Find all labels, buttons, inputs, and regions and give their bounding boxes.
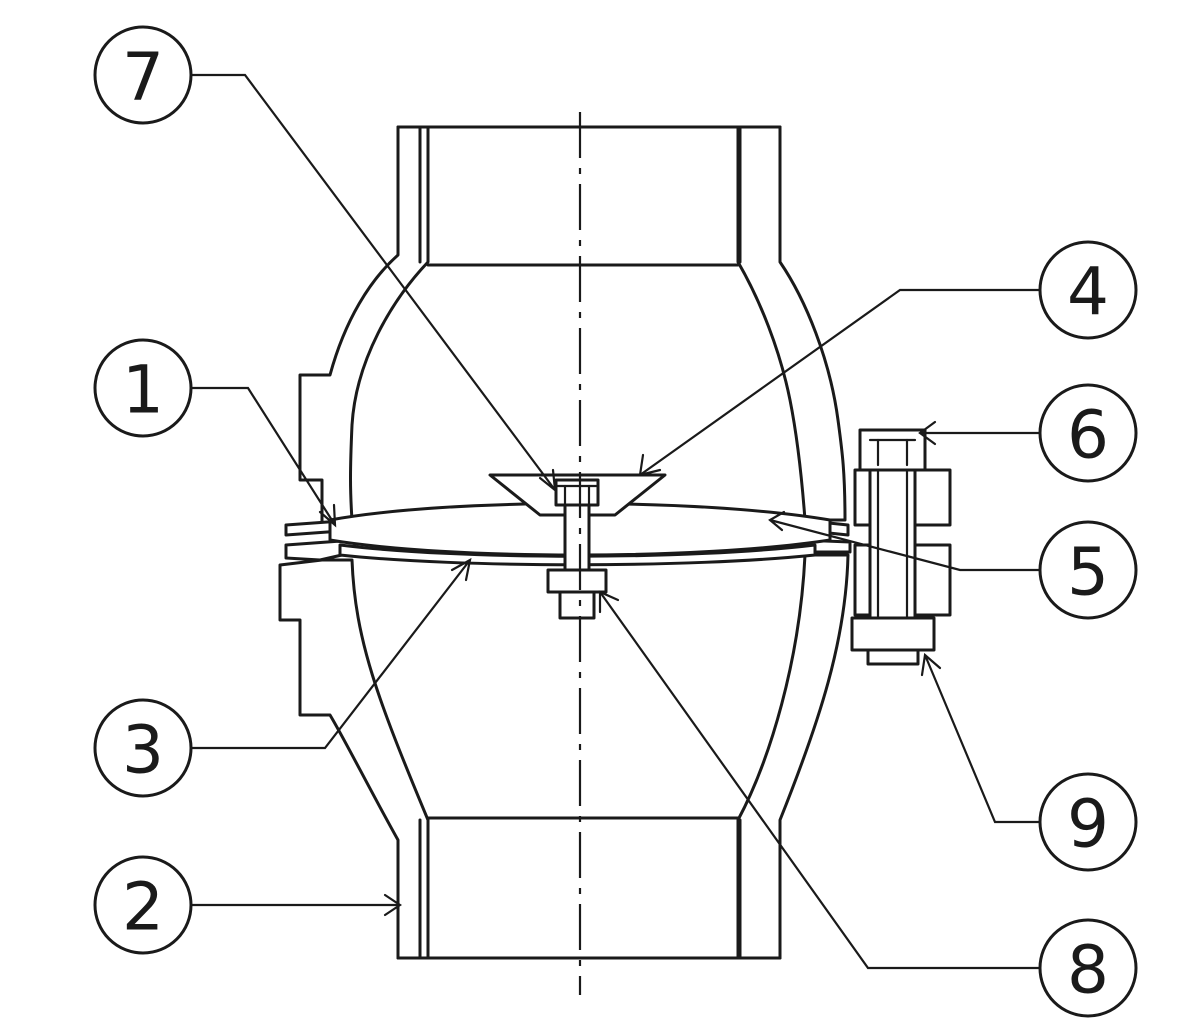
right-flange [850,428,952,666]
callout-number: 2 [122,869,164,946]
disc-nut [546,568,608,594]
callout-number: 7 [122,39,164,116]
screw-shank [563,503,591,572]
callout-circle [1038,772,1138,872]
bolt-head [858,428,927,472]
bolt-shank [868,468,917,622]
body-left-wall-lower [278,558,430,960]
callout-number: 3 [122,712,164,789]
callout-number: 6 [1067,397,1109,474]
arrow-3 [450,557,472,582]
arrow-2 [383,893,402,917]
callout-circle [93,698,193,798]
nut [850,616,936,652]
nut-washer [866,648,920,666]
callout-number: 4 [1067,254,1109,331]
callout-9: 9 [1038,772,1138,872]
leader-4 [639,288,1040,476]
leader-lines [190,73,1040,970]
body-left-wall [298,125,430,532]
callout-number: 8 [1067,932,1109,1009]
disc-nut-lower [558,590,596,620]
callout-circle [93,338,193,438]
callout-6: 6 [1038,383,1138,483]
arrow-4 [638,453,662,477]
body-right-wall-lower [736,553,850,960]
callout-5: 5 [1038,520,1138,620]
arrow-7 [538,468,557,493]
valve-body [278,125,850,960]
leader-7 [190,73,556,491]
leader-1 [190,386,336,526]
leader-5 [769,518,1040,572]
callout-number: 1 [122,352,164,429]
callout-8: 8 [1038,918,1138,1018]
arrow-6 [918,420,937,446]
callout-circle [1038,520,1138,620]
callout-number: 9 [1067,786,1109,863]
callout-circle [1038,240,1138,340]
callout-circle [93,25,193,125]
callout-3: 3 [93,698,193,798]
callout-circle [1038,383,1138,483]
arrow-5 [768,510,786,532]
callout-4: 4 [1038,240,1138,340]
leader-9 [923,654,1040,824]
arrow-1 [318,503,337,528]
disc-assembly [284,473,852,620]
arrow-8 [598,590,620,614]
callout-7: 7 [93,25,193,125]
socket-screw-head [554,478,600,507]
callout-circle [93,855,193,955]
callout-circle [1038,918,1138,1018]
callout-2: 2 [93,855,193,955]
arrow-9 [920,652,942,677]
callout-number: 5 [1067,534,1109,611]
callout-1: 1 [93,338,193,438]
leader-3 [190,559,471,750]
leader-8 [599,591,1040,970]
body-right-wall [736,125,847,522]
